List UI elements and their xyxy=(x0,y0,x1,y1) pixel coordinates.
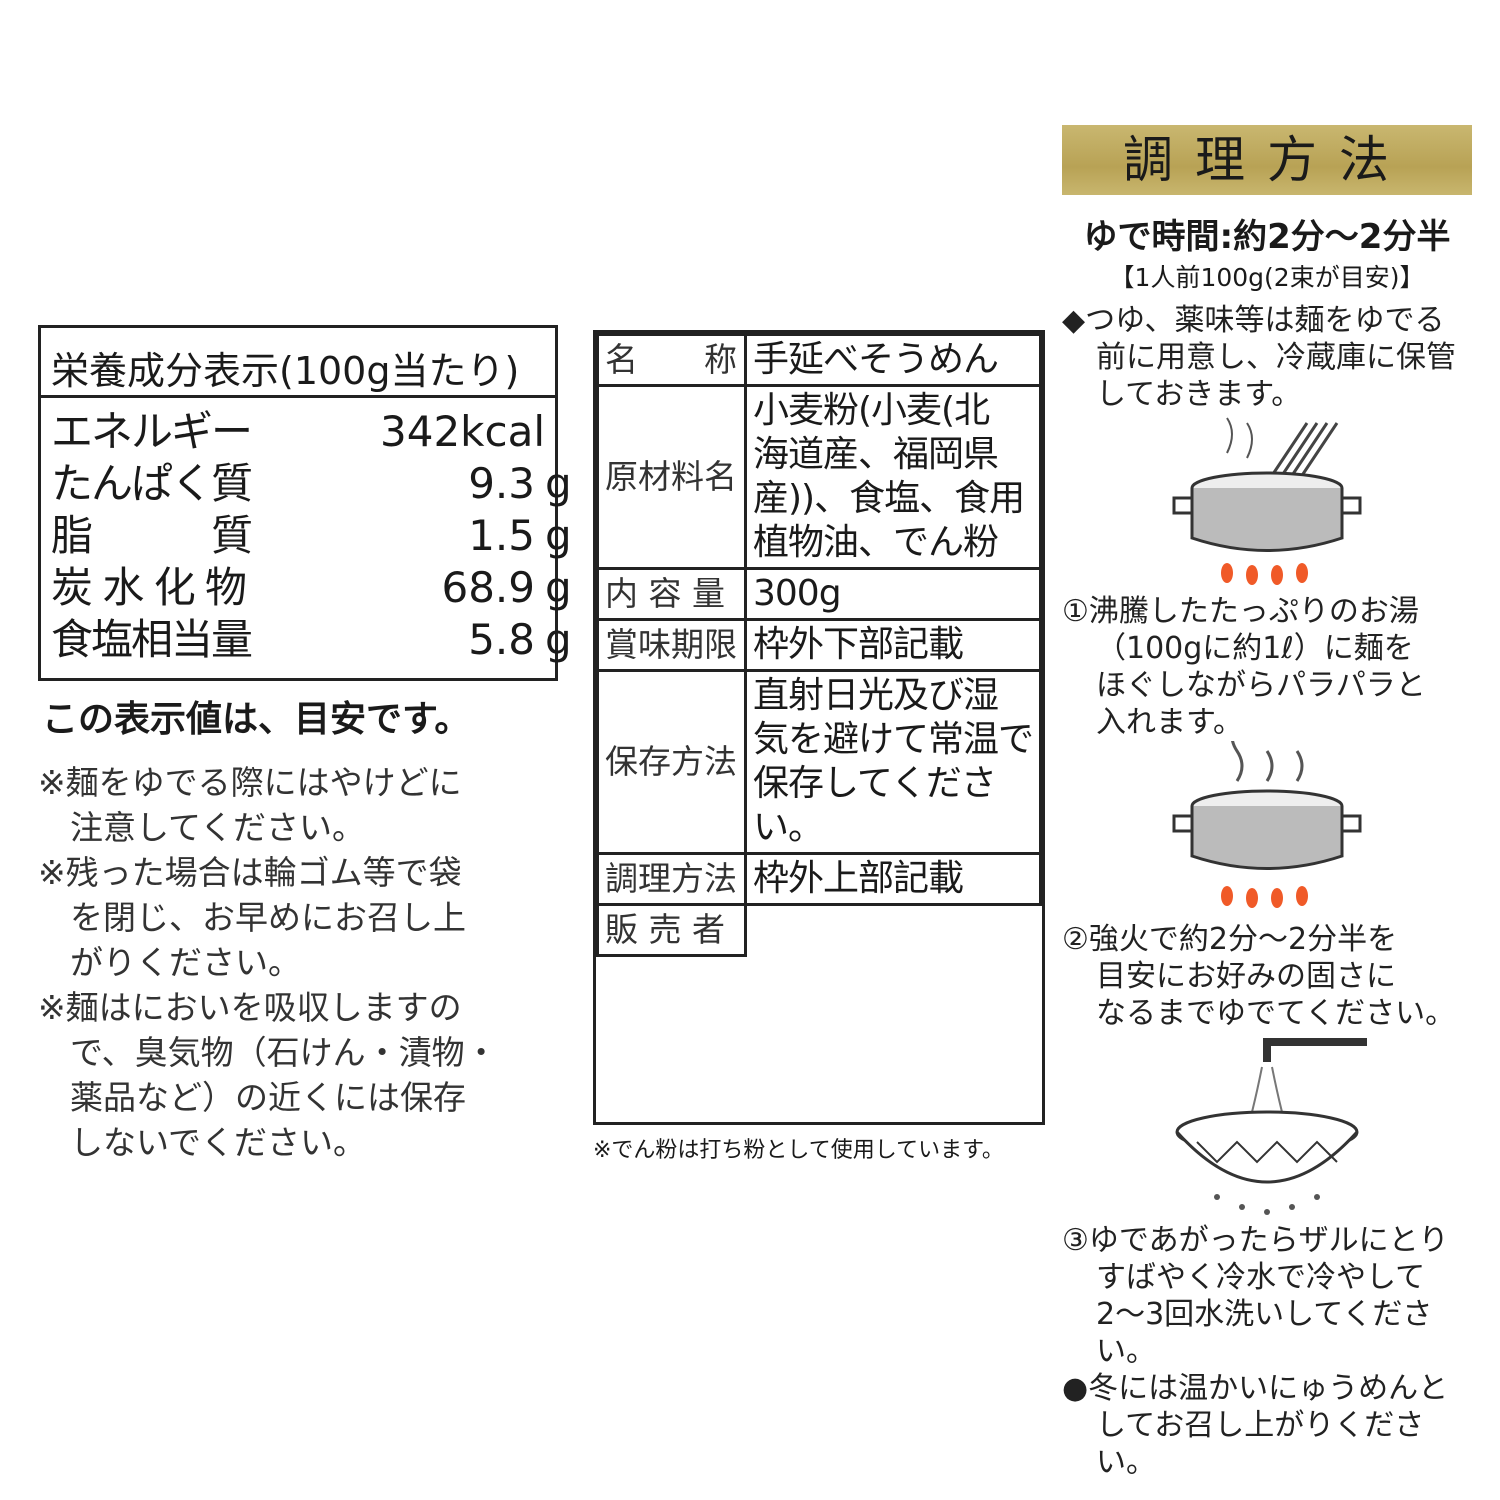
key: 内 容 量 xyxy=(596,567,747,621)
label: 炭 水 化 物 xyxy=(51,563,247,612)
label: 脂 質 xyxy=(51,511,253,560)
footnote: ※でん粉は打ち粉として使用しています。 xyxy=(593,1138,1004,1163)
info-row: 原材料名小麦粉(小麦(北 海道産、福岡県 産))、食塩、食用 植物油、でん粉 xyxy=(596,384,1042,570)
value: 枠外上部記載 xyxy=(744,852,1042,906)
cooking-section: 調理方法 ゆで時間:約2分～2分半 【1人前100g(2束が目安)】 ◆つゆ、薬… xyxy=(1062,125,1472,1481)
product-info-table: 名 称手延べそうめん 原材料名小麦粉(小麦(北 海道産、福岡県 産))、食塩、食… xyxy=(593,330,1045,1125)
label: たんぱく質 xyxy=(51,459,253,508)
info-row: 保存方法直射日光及び湿 気を避けて常温で 保存してください。 xyxy=(596,669,1042,855)
step-1: ①沸騰したたっぷりのお湯 （100gに約1ℓ）に麺を ほぐしながらパラパラと 入… xyxy=(1062,594,1426,740)
winter-tip: ●冬には温かいにゅうめんと してお召し上がりください。 xyxy=(1062,1371,1449,1480)
pot-boiling-icon xyxy=(1172,741,1362,908)
value: 1.5 xyxy=(468,511,535,560)
value: 9.3 xyxy=(468,459,535,508)
key: 保存方法 xyxy=(596,669,747,855)
portion: 【1人前100g(2束が目安)】 xyxy=(1109,263,1425,292)
label: エネルギー xyxy=(51,407,253,456)
note: ※麺をゆでる際にはやけどに 注意してください。 xyxy=(38,763,462,847)
value: 5.8 xyxy=(468,615,535,664)
boil-time: ゆで時間:約2分～2分半 xyxy=(1083,217,1451,257)
info-row: 販 売 者 xyxy=(596,903,1041,957)
key: 名 称 xyxy=(596,333,747,387)
unit: kcal xyxy=(460,407,545,456)
colander-rinse-icon xyxy=(1175,1038,1367,1215)
value: 342 xyxy=(380,407,461,456)
value: 直射日光及び湿 気を避けて常温で 保存してください。 xyxy=(744,669,1042,855)
value: 手延べそうめん xyxy=(744,333,1042,387)
info-row: 調理方法枠外上部記載 xyxy=(596,852,1042,906)
key: 賞味期限 xyxy=(596,618,747,672)
step-2: ②強火で約2分～2分半を 目安にお好みの固さに なるまでゆでてください。 xyxy=(1062,922,1456,1031)
prep-step: ◆つゆ、薬味等は麺をゆでる 前に用意し、冷蔵庫に保管 しておきます。 xyxy=(1062,303,1456,412)
step-3: ③ゆであがったらザルにとり すばやく冷水で冷やして 2～3回水洗いしてください。 xyxy=(1062,1223,1449,1369)
key: 調理方法 xyxy=(596,852,747,906)
value xyxy=(746,905,1041,956)
note: ※残った場合は輪ゴム等で袋 を閉じ、お早めにお召し上 がりください。 xyxy=(38,853,466,982)
value: 枠外下部記載 xyxy=(744,618,1042,672)
caution-notes: ※麺をゆでる際にはやけどに 注意してください。 ※残った場合は輪ゴム等で袋 を閉… xyxy=(38,760,563,1165)
value: 小麦粉(小麦(北 海道産、福岡県 産))、食塩、食用 植物油、でん粉 xyxy=(744,384,1042,570)
cooking-title: 調理方法 xyxy=(1062,125,1472,195)
key: 原材料名 xyxy=(596,384,747,570)
note: ※麺はにおいを吸収しますの で、臭気物（石けん・漬物・ 薬品など）の近くには保存… xyxy=(38,988,498,1162)
info-row: 名 称手延べそうめん xyxy=(596,333,1042,387)
label: 食塩相当量 xyxy=(51,615,253,664)
nutrition-title: 栄養成分表示(100g当たり) xyxy=(41,328,555,398)
info-row: 賞味期限枠外下部記載 xyxy=(596,618,1042,672)
pot-noodles-icon xyxy=(1172,417,1362,585)
key: 販 売 者 xyxy=(596,903,747,957)
value: 68.9 xyxy=(441,563,535,612)
value: 300g xyxy=(744,567,1042,621)
disclaimer: この表示値は、目安です。 xyxy=(42,699,471,740)
